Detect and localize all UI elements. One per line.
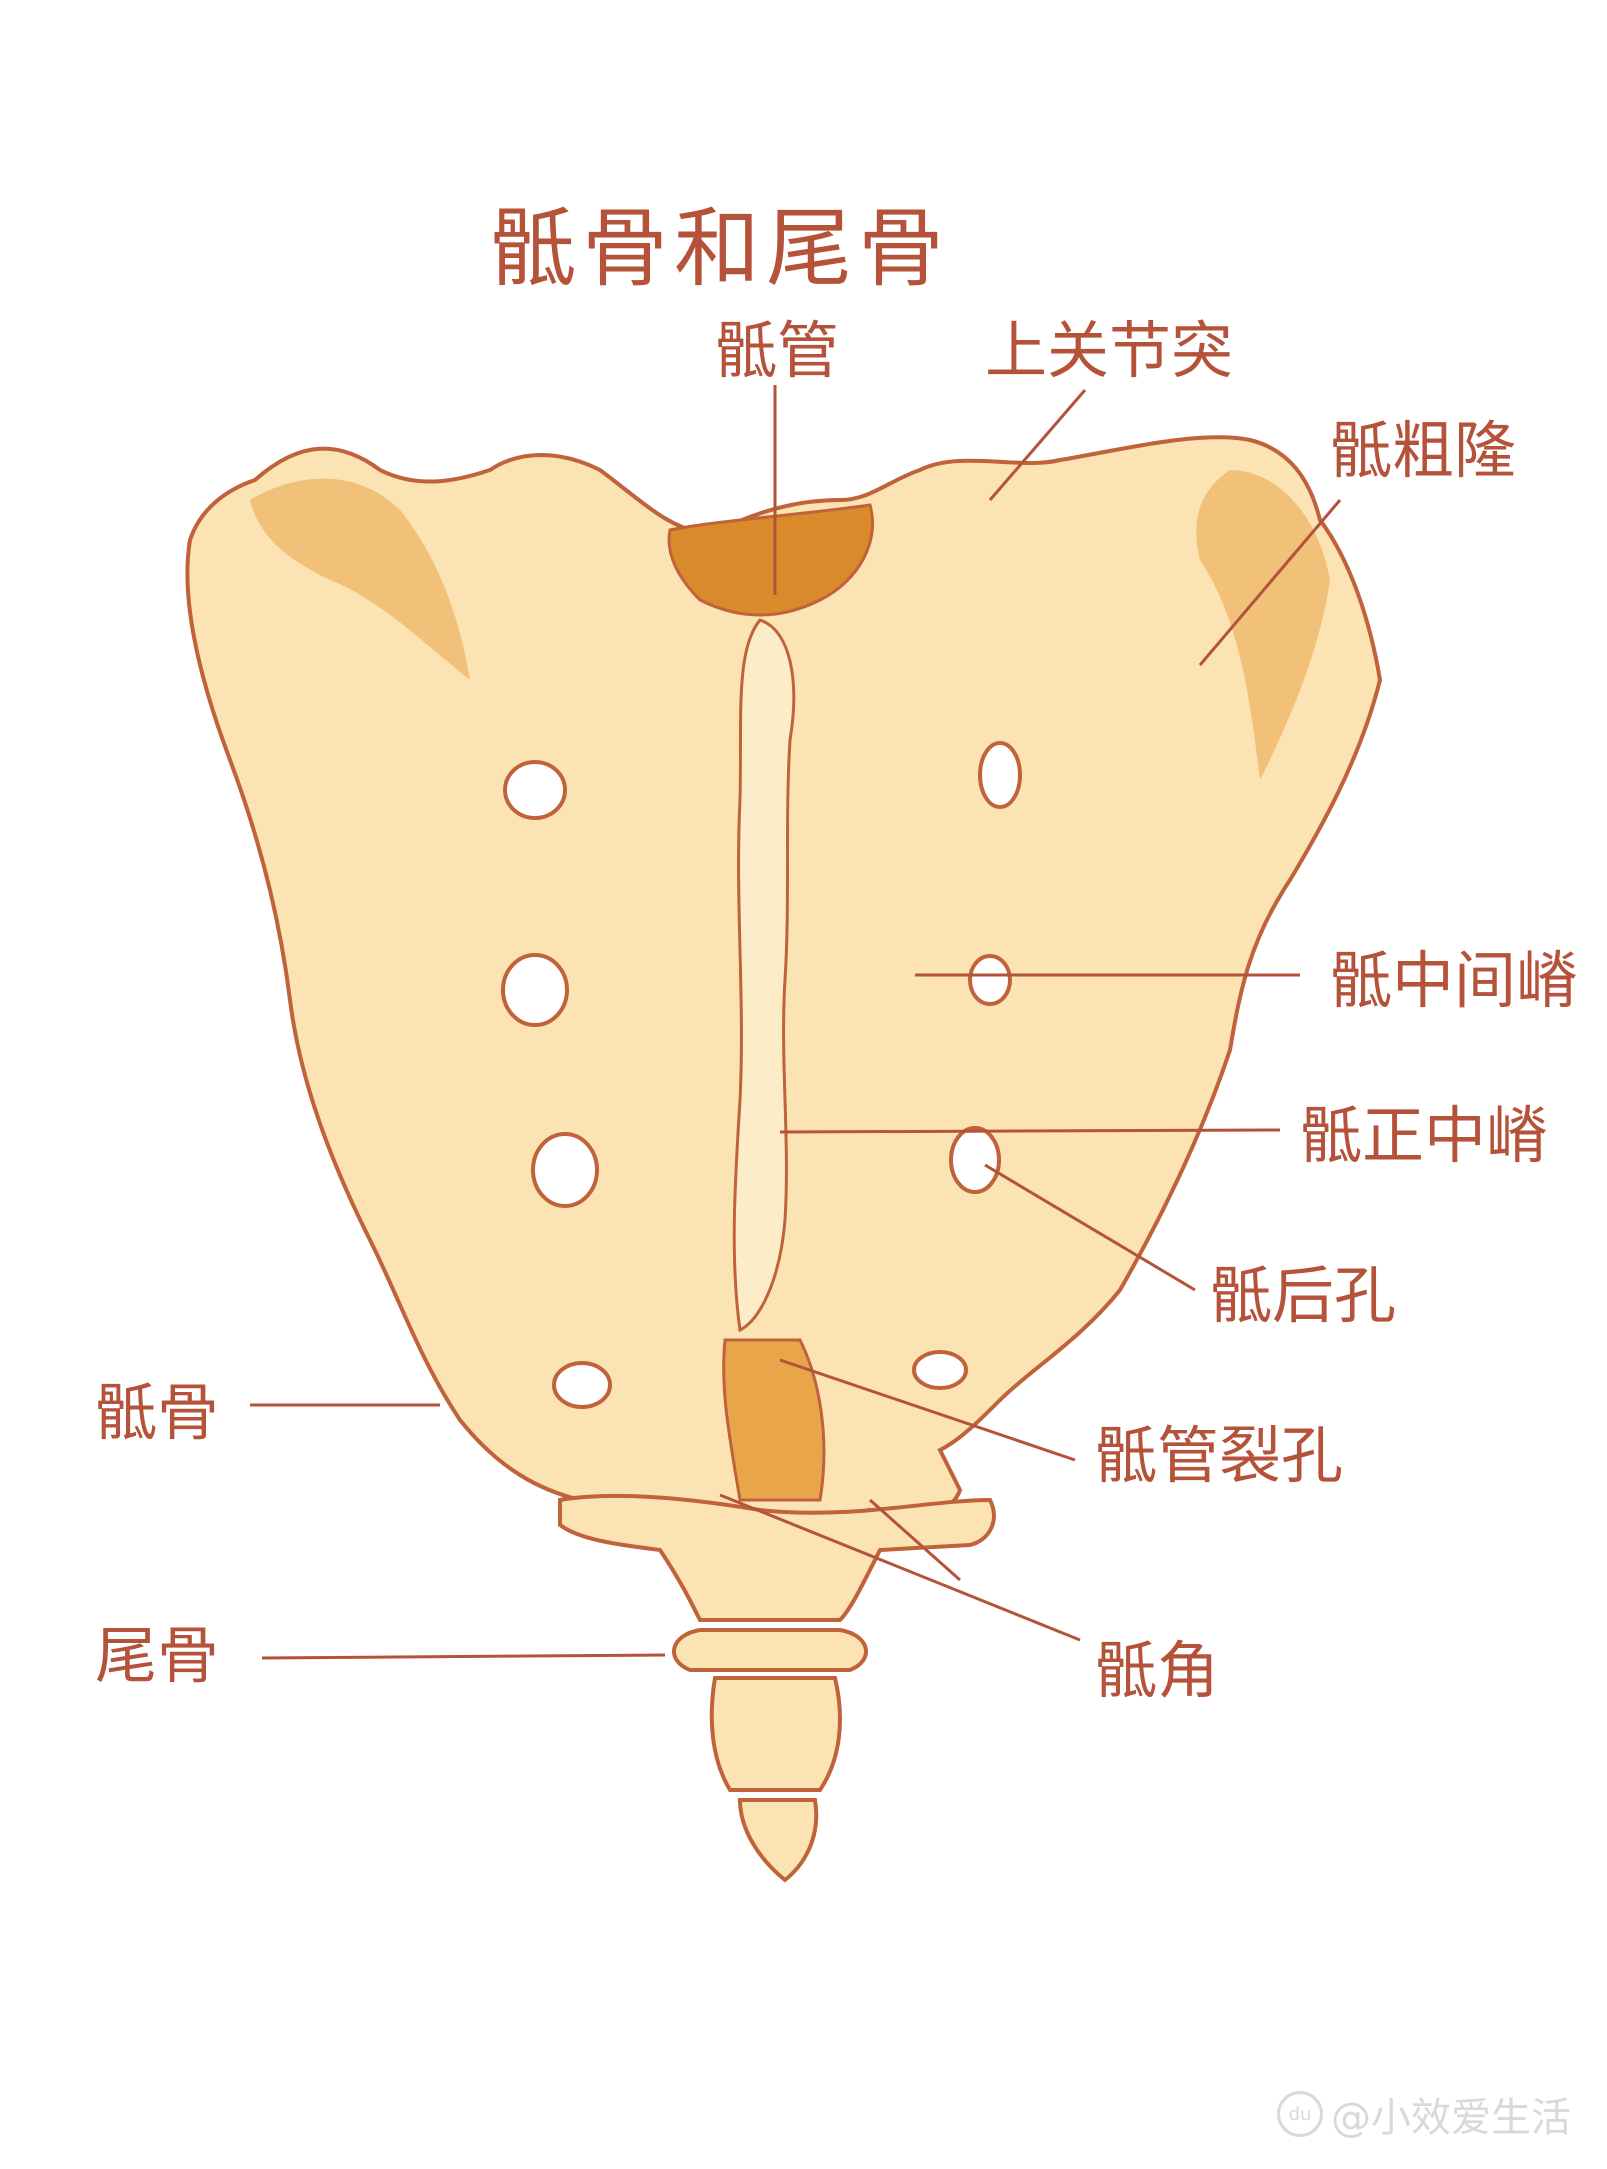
coccyx-segment-4 (737, 1798, 819, 1883)
label-sacral-tuberosity: 骶粗隆 (1330, 414, 1517, 487)
label-posterior-sacral-foramina: 骶后孔 (1210, 1259, 1397, 1332)
sacral-hiatus-shape (722, 1338, 826, 1502)
median-sacral-crest (732, 618, 796, 1333)
foramen-right-2 (968, 954, 1012, 1006)
watermark: du @小效爱生活 (1277, 2085, 1571, 2143)
coccyx-segment-1 (558, 1493, 996, 1622)
sacral-canal-opening (667, 503, 875, 617)
foramen-right-3 (949, 1126, 1001, 1194)
label-sacral-cornu: 骶角 (1095, 1634, 1220, 1707)
label-sacral-canal: 骶管 (715, 314, 840, 387)
label-superior-articular-process: 上关节突 (985, 314, 1234, 387)
foramen-left-3 (531, 1132, 599, 1208)
leader-sacral-cornu-2 (869, 1498, 961, 1582)
label-median-sacral-crest: 骶正中嵴 (1300, 1099, 1549, 1172)
leader-superior-articular-process (988, 389, 1087, 501)
foramen-left-1 (503, 760, 567, 820)
coccyx-segment-3 (709, 1676, 842, 1792)
foramen-left-2 (501, 953, 569, 1027)
sacrum-left-wing-shade (250, 478, 470, 680)
page-title: 骶骨和尾骨 (490, 199, 950, 299)
leader-lines (250, 385, 1342, 1660)
label-sacrum: 骶骨 (95, 1376, 220, 1449)
label-intermediate-sacral-crest: 骶中间嵴 (1330, 944, 1579, 1017)
leader-coccyx (261, 1653, 666, 1660)
coccyx-segment-2 (672, 1628, 868, 1672)
watermark-text: @小效爱生活 (1331, 2095, 1571, 2141)
watermark-logo-icon: du (1277, 2091, 1323, 2137)
label-coccyx: 尾骨 (95, 1619, 220, 1692)
foramen-right-1 (978, 741, 1022, 809)
foramen-left-4 (552, 1361, 612, 1409)
label-sacral-hiatus: 骶管裂孔 (1095, 1419, 1344, 1492)
foramen-right-4 (912, 1350, 968, 1390)
leader-sacral-tuberosity (1198, 499, 1342, 666)
leader-median-crest (779, 1128, 1281, 1134)
leader-sacral-cornu-1 (719, 1493, 1081, 1642)
sacrum-right-wing-shade (1196, 470, 1330, 780)
leader-posterior-foramina (984, 1163, 1196, 1292)
leader-sacral-hiatus (779, 1358, 1076, 1462)
